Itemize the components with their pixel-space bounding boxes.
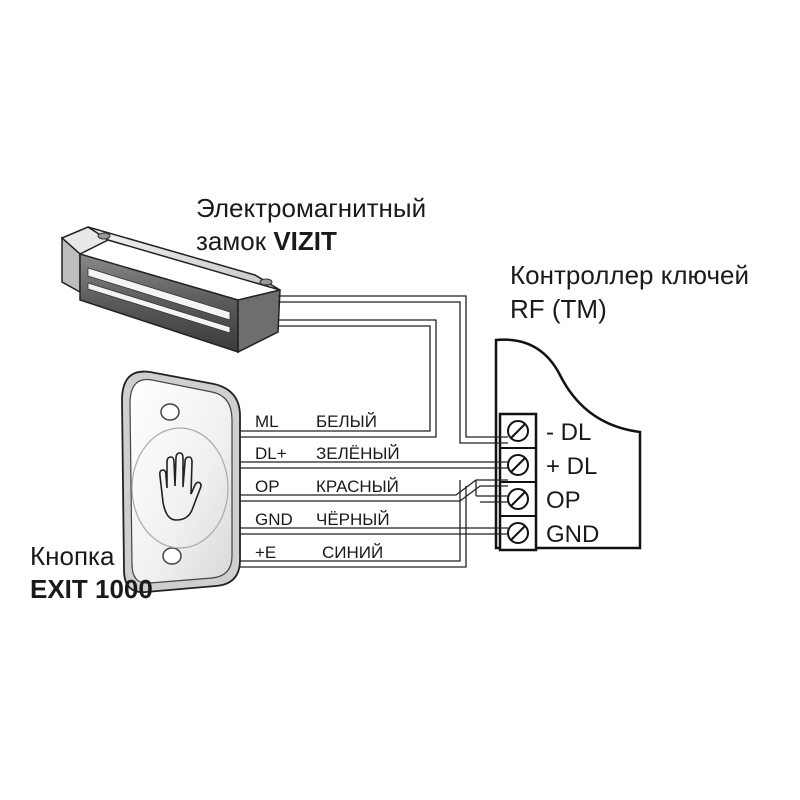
button-title-line1: Кнопка xyxy=(30,541,115,571)
wire-color-3: КРАСНЫЙ xyxy=(316,477,399,496)
wire-color-2: ЗЕЛЁНЫЙ xyxy=(316,444,400,463)
lock-title-line1: Электромагнитный xyxy=(196,193,426,223)
wiring xyxy=(240,295,508,568)
wire-code-1: ML xyxy=(255,412,279,431)
controller-outline xyxy=(494,338,642,550)
terminal-screw-1 xyxy=(507,420,529,442)
hand-icon xyxy=(159,452,202,521)
wire-color-5: СИНИЙ xyxy=(322,543,383,562)
wire-lock-to-ml xyxy=(240,319,437,438)
wire-code-5: +E xyxy=(255,543,276,562)
terminal-label-3: OP xyxy=(546,487,581,514)
terminal-label-1: - DL xyxy=(546,419,591,446)
lock-title-line2: замок VIZIT xyxy=(196,226,337,256)
terminal-label-2: + DL xyxy=(546,453,597,480)
wire-plus-e-to-plus-dl xyxy=(240,480,461,562)
wire-lock-to-minus-dl xyxy=(278,295,508,438)
wire-color-1: БЕЛЫЙ xyxy=(316,412,377,431)
electromagnetic-lock xyxy=(60,226,281,354)
wire-code-2: DL+ xyxy=(255,444,287,463)
terminal-screw-2 xyxy=(507,454,529,476)
wire-color-4: ЧЁРНЫЙ xyxy=(316,510,390,529)
terminal-screw-4 xyxy=(507,522,529,544)
wire-code-3: OP xyxy=(255,477,280,496)
terminal-block xyxy=(498,412,538,552)
controller-title-line1: Контроллер ключей xyxy=(510,260,749,290)
button-title-bold: EXIT 1000 xyxy=(30,574,153,604)
controller-title-line2: RF (TM) xyxy=(510,294,607,324)
exit-button-device xyxy=(121,370,241,593)
terminal-label-4: GND xyxy=(546,521,599,548)
wire-code-4: GND xyxy=(255,510,293,529)
terminal-screw-3 xyxy=(507,488,529,510)
